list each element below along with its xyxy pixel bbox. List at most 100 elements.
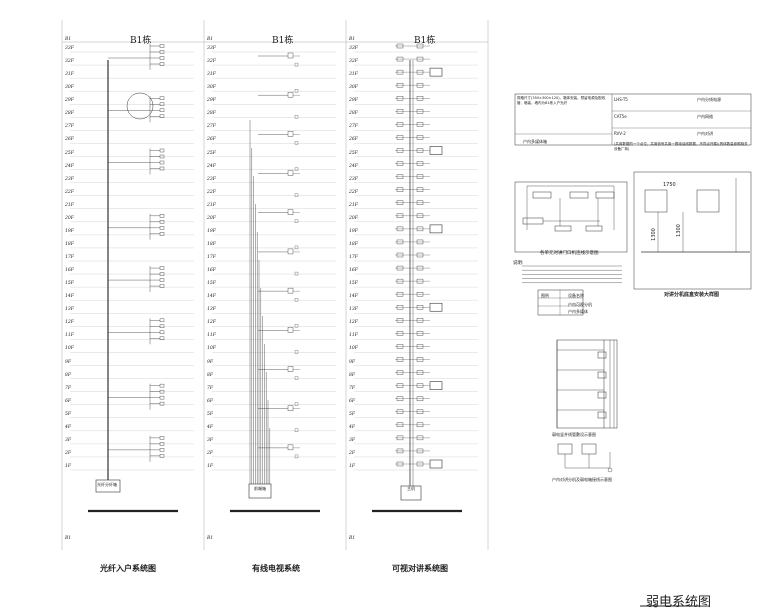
intercom-unit-icon — [396, 187, 404, 192]
floor-label-11F: 11F — [65, 333, 74, 339]
fiber-box-icon — [159, 318, 165, 323]
fiber-box-icon — [159, 166, 165, 171]
caption-mount: 对讲分机底盒安装大样图 — [664, 292, 720, 298]
intercom-unit-icon — [416, 161, 424, 166]
indoor-box-a — [557, 443, 573, 455]
intercom-unit-icon — [396, 318, 404, 323]
floor-label-21F: 21F — [207, 202, 216, 208]
floor-label-13F: 13F — [349, 307, 358, 313]
floor-label-11F: 11F — [349, 333, 358, 339]
intercom-unit-icon — [416, 122, 424, 127]
intercom-unit-icon — [416, 69, 424, 75]
floor-label-8F: 8F — [207, 372, 213, 378]
dim-1750: 1750 — [663, 182, 676, 188]
panel-title-catv: B1栋 — [272, 36, 294, 46]
floor-label-18F: 18F — [207, 241, 216, 247]
intercom-unit-icon — [416, 461, 424, 467]
floor-label-5F: 5F — [65, 411, 71, 417]
indoor-box-b — [581, 443, 597, 455]
mount-frame — [633, 171, 752, 290]
caption-fiber: 光纤入户系统图 — [100, 564, 156, 573]
notes-row-2-code: CAT5e — [614, 114, 627, 119]
floor-label-10F: 10F — [349, 346, 358, 352]
mount-box-2 — [696, 189, 720, 213]
floor-label-11F: 11F — [207, 333, 216, 339]
catv-splitter-icon — [287, 366, 294, 372]
intercom-unit-icon — [396, 82, 404, 88]
main-title: 弱电系统图 — [646, 595, 712, 610]
floor-label-12F: 12F — [65, 320, 74, 326]
door-unit-box — [554, 225, 572, 232]
floor-label-16F: 16F — [207, 268, 216, 274]
intercom-unit-icon — [396, 200, 404, 205]
intercom-unit-icon — [416, 435, 424, 441]
intercom-unit-icon — [396, 278, 404, 284]
intercom-unit-icon — [416, 344, 424, 349]
intercom-unit-icon — [416, 56, 424, 62]
fiber-cabinet-label: 光纤分纤箱 — [97, 482, 117, 487]
catv-outlet-icon — [294, 245, 299, 250]
fiber-box-icon — [159, 330, 165, 335]
floor-label-31F: 31F — [65, 72, 74, 78]
floor-label-18F: 18F — [65, 241, 74, 247]
floor-label-26F: 26F — [65, 137, 74, 143]
intercom-unit-icon — [396, 370, 404, 375]
intercom-unit-icon — [416, 318, 424, 323]
floor-label-5F: 5F — [349, 411, 355, 417]
floor-label-2F: 2F — [65, 450, 71, 456]
fiber-box-icon — [159, 114, 165, 118]
dim-1300-a: 1300 — [650, 228, 657, 241]
fiber-box-icon — [159, 160, 165, 165]
floor-label-1F: 1F — [207, 464, 213, 469]
intercom-unit-icon — [416, 448, 424, 454]
notes-left-label: 户内多媒体箱 — [523, 139, 547, 144]
intercom-unit-icon — [416, 148, 424, 153]
legend-item-1: 户内可视分机 — [568, 302, 592, 307]
fiber-box-icon — [159, 278, 165, 282]
notes-row-1-code: LHS-T5 — [614, 97, 628, 102]
catv-outlet-icon — [294, 219, 299, 223]
catv-splitter-icon — [287, 91, 294, 98]
riser-box — [597, 351, 607, 359]
floor-label-21F: 21F — [65, 202, 74, 208]
door-unit-box — [595, 191, 615, 199]
floor-label-b1-top: B1 — [349, 37, 356, 42]
intercom-unit-icon — [416, 213, 424, 219]
floor-label-32F: 32F — [349, 59, 358, 65]
notes-label: 说明: — [513, 261, 524, 266]
floor-label-33F: 33F — [207, 46, 216, 51]
floor-label-14F: 14F — [349, 294, 358, 300]
intercom-unit-icon — [416, 96, 424, 101]
floor-label-17F: 17F — [349, 255, 358, 260]
panel-title-fiber: B1栋 — [130, 36, 152, 46]
fiber-box-icon — [159, 324, 165, 329]
fiber-cabinet-box — [95, 479, 121, 493]
intercom-unit-icon — [416, 278, 424, 284]
floor-label-15F: 15F — [65, 281, 74, 287]
floor-label-25F: 25F — [207, 150, 216, 156]
floor-label-1F: 1F — [349, 464, 355, 469]
riser-box — [597, 371, 607, 379]
floor-label-b1-bottom: B1 — [207, 536, 214, 541]
notes-row-2-label: 户内网络 — [697, 114, 713, 119]
floor-label-29F: 29F — [349, 98, 358, 104]
floor-label-23F: 23F — [207, 176, 216, 182]
fiber-box-icon — [159, 50, 165, 54]
notes-row-3-label: 户内对讲 — [697, 131, 713, 136]
intercom-dist-box — [429, 381, 443, 390]
intercom-unit-icon — [396, 291, 404, 297]
intercom-unit-icon — [416, 226, 424, 232]
intercom-unit-icon — [396, 148, 404, 153]
intercom-unit-icon — [396, 174, 404, 179]
floor-label-14F: 14F — [207, 294, 216, 300]
floor-label-2F: 2F — [349, 450, 355, 456]
catv-outlet-icon — [294, 298, 299, 302]
intercom-unit-icon — [416, 357, 424, 362]
floor-label-6F: 6F — [65, 398, 71, 404]
floor-label-28F: 28F — [207, 111, 216, 117]
intercom-host-box — [400, 485, 422, 501]
catv-outlet-icon — [294, 115, 299, 119]
catv-splitter-icon — [287, 52, 294, 59]
fiber-box-icon — [159, 442, 165, 446]
